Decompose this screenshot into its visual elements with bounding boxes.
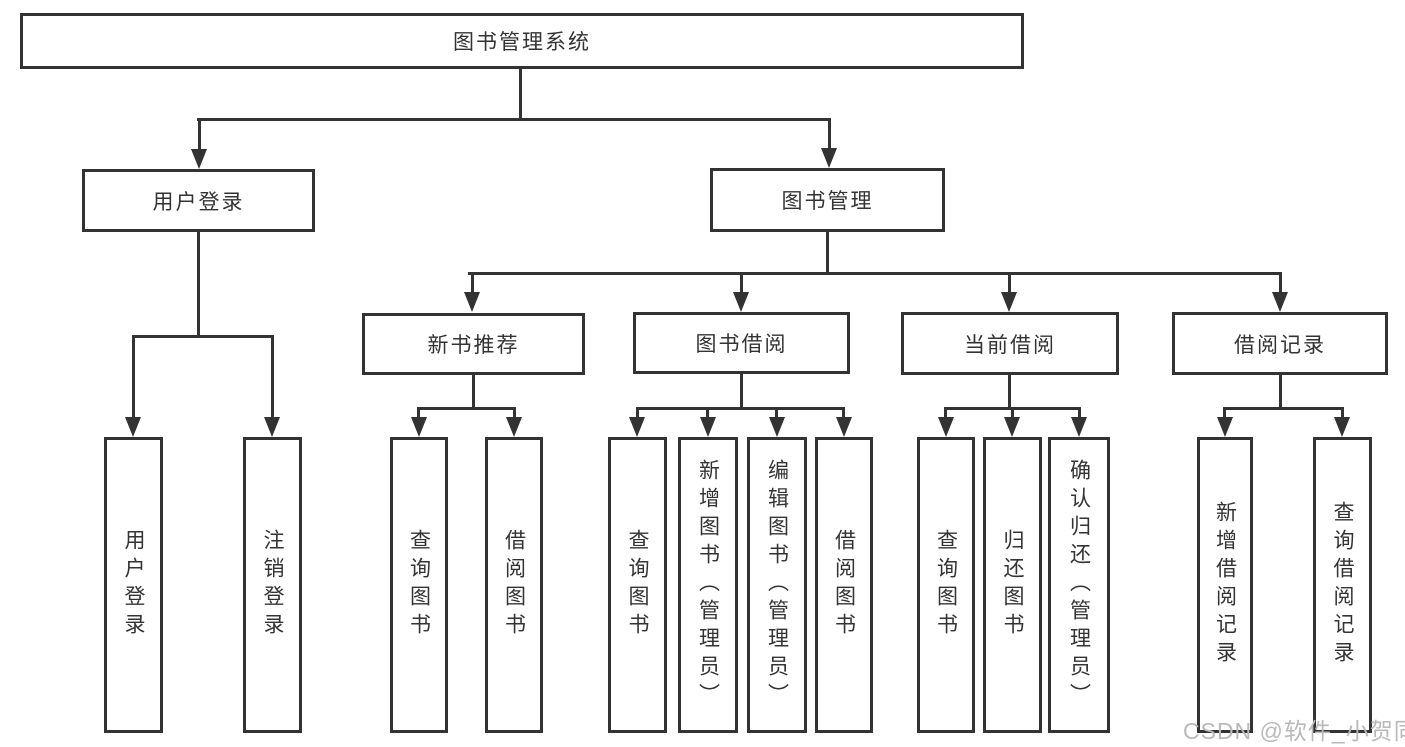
node-library-management-system: 图书管理系统: [20, 13, 1024, 69]
arrowhead-confirm-return: [1071, 417, 1087, 437]
arrowhead-new-book: [464, 292, 480, 312]
connector-drop: [944, 407, 947, 417]
arrowhead-return-books: [1004, 417, 1020, 437]
connector-drop: [1341, 407, 1344, 417]
arrowhead-borrow-books-b: [836, 417, 852, 437]
arrowhead-leaf-logout: [264, 417, 280, 437]
node-label: 用户登录: [152, 190, 245, 214]
connector-book-borrow-bar: [636, 407, 845, 410]
connector-drop-leaf-logout: [271, 335, 274, 417]
connector-drop: [1223, 407, 1226, 417]
leaf-label: 查询图书: [626, 529, 649, 641]
node-new-book-recommend: 新书推荐: [362, 313, 585, 375]
leaf-label: 查询图书: [934, 529, 958, 641]
connector-drop: [513, 407, 516, 417]
leaf-label: 新增借阅记录: [1213, 501, 1237, 669]
leaf-label: 编辑图书（管理员）: [765, 459, 789, 711]
connector-drop: [706, 407, 709, 417]
leaf-label: 确认归还（管理员）: [1067, 459, 1091, 711]
connector-drop-book-borrow: [740, 272, 743, 292]
connector-drop: [775, 407, 778, 417]
leaf-borrow-books: 借阅图书: [815, 437, 873, 733]
connector-current-borrow-stem: [1008, 375, 1011, 407]
arrowhead-user-login: [191, 149, 207, 169]
leaf-label: 查询图书: [407, 529, 431, 641]
node-label: 借阅记录: [1234, 333, 1326, 357]
node-borrow-records: 借阅记录: [1172, 312, 1388, 375]
connector-drop-leaf-user-login: [132, 335, 135, 417]
leaf-label: 归还图书: [1001, 529, 1024, 641]
leaf-label: 注销登录: [261, 529, 284, 641]
leaf-add-borrow-record: 新增借阅记录: [1197, 437, 1253, 733]
arrowhead-borrow-records: [1272, 292, 1288, 312]
leaf-add-books-admin: 新增图书（管理员）: [678, 437, 738, 733]
connector-drop: [842, 407, 845, 417]
node-label: 图书借阅: [695, 333, 788, 356]
arrowhead-query-books-c: [938, 417, 954, 437]
connector-root-stem: [519, 69, 522, 118]
connector-drop-new-book: [471, 272, 474, 292]
node-label: 当前借阅: [964, 333, 1056, 357]
leaf-user-login: 用户登录: [104, 437, 163, 733]
connector-book-management-bar: [468, 272, 1282, 275]
leaf-label: 借阅图书: [832, 529, 856, 641]
node-label: 图书管理系统: [453, 31, 591, 54]
arrowhead-query-borrow-record: [1334, 417, 1350, 437]
node-label: 新书推荐: [427, 334, 520, 357]
leaf-label: 用户登录: [122, 529, 145, 641]
connector-user-login-bar: [132, 335, 274, 338]
connector-user-login-stem: [197, 232, 200, 335]
arrowhead-book-management: [821, 148, 837, 168]
connector-book-borrow-stem: [740, 374, 743, 407]
arrowhead-add-books: [700, 417, 716, 437]
leaf-label: 查询借阅记录: [1331, 501, 1354, 669]
leaf-query-books-current: 查询图书: [917, 437, 975, 733]
leaf-confirm-return-admin: 确认归还（管理员）: [1048, 437, 1110, 733]
arrowhead-current-borrow: [1001, 292, 1017, 312]
arrowhead-book-borrow: [733, 292, 749, 312]
leaf-query-books-borrow: 查询图书: [608, 437, 667, 733]
connector-drop-user-login: [198, 118, 201, 149]
connector-drop-borrow-records: [1279, 272, 1282, 292]
connector-root-bar: [197, 118, 831, 121]
connector-new-book-bar: [417, 407, 516, 410]
arrowhead-borrow-books-a: [506, 417, 522, 437]
connector-drop: [417, 407, 420, 417]
node-label: 图书管理: [781, 190, 874, 213]
connector-book-management-stem: [826, 232, 829, 272]
leaf-logout: 注销登录: [243, 437, 302, 733]
csdn-watermark: CSDN @软件_小贺同学: [1183, 718, 1405, 744]
arrowhead-add-borrow-record: [1217, 417, 1233, 437]
arrowhead-leaf-user-login: [125, 417, 141, 437]
leaf-borrow-books-recommend: 借阅图书: [485, 437, 543, 733]
connector-drop: [1078, 407, 1081, 417]
node-current-borrow: 当前借阅: [901, 312, 1119, 375]
connector-drop: [1011, 407, 1014, 417]
connector-borrow-records-bar: [1223, 407, 1344, 410]
leaf-edit-books-admin: 编辑图书（管理员）: [747, 437, 807, 733]
node-user-login: 用户登录: [82, 169, 315, 232]
node-book-management: 图书管理: [710, 168, 945, 232]
leaf-return-books: 归还图书: [983, 437, 1042, 733]
connector-drop-book-management: [828, 118, 831, 148]
connector-new-book-stem: [472, 375, 475, 407]
arrowhead-edit-books: [769, 417, 785, 437]
connector-drop: [636, 407, 639, 417]
node-book-borrow: 图书借阅: [633, 312, 850, 374]
leaf-query-borrow-record: 查询借阅记录: [1313, 437, 1372, 733]
arrowhead-query-books-a: [411, 417, 427, 437]
connector-borrow-records-stem: [1279, 375, 1282, 407]
arrowhead-query-books-b: [629, 417, 645, 437]
connector-drop-current-borrow: [1008, 272, 1011, 292]
leaf-label: 借阅图书: [502, 529, 526, 641]
leaf-query-books-recommend: 查询图书: [390, 437, 448, 733]
leaf-label: 新增图书（管理员）: [696, 459, 720, 711]
